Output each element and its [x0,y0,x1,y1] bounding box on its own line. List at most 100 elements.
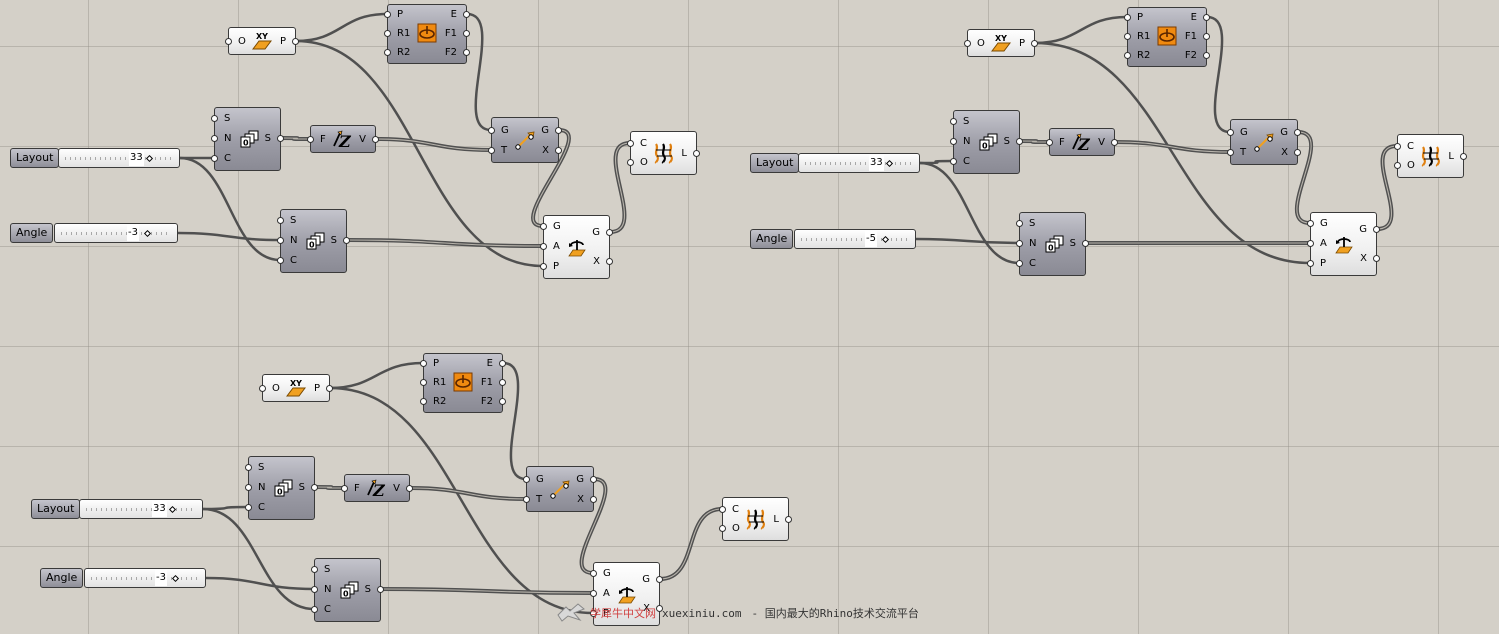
g1-angle-slider[interactable]: Angle-3 [10,223,178,243]
input-grip[interactable] [384,11,391,18]
output-grip[interactable] [606,258,613,265]
output-grip[interactable] [1111,139,1118,146]
output-grip[interactable] [1373,226,1380,233]
output-grip[interactable] [1373,255,1380,262]
output-grip[interactable] [463,11,470,18]
input-grip[interactable] [964,40,971,47]
input-grip[interactable] [1307,220,1314,227]
input-grip[interactable] [1394,162,1401,169]
input-grip[interactable] [277,257,284,264]
output-grip[interactable] [292,38,299,45]
input-grip[interactable] [1124,33,1131,40]
output-grip[interactable] [606,229,613,236]
output-grip[interactable] [311,484,318,491]
input-grip[interactable] [225,38,232,45]
output-grip[interactable] [377,586,384,593]
output-grip[interactable] [1203,33,1210,40]
output-grip[interactable] [656,605,663,612]
output-grip[interactable] [1203,52,1210,59]
input-grip[interactable] [488,127,495,134]
slider-track[interactable]: 33 [798,153,920,173]
input-grip[interactable] [1124,52,1131,59]
output-grip[interactable] [590,476,597,483]
input-grip[interactable] [384,49,391,56]
input-grip[interactable] [259,385,266,392]
input-grip[interactable] [950,118,957,125]
input-grip[interactable] [245,484,252,491]
output-grip[interactable] [463,30,470,37]
input-grip[interactable] [590,590,597,597]
input-grip[interactable] [311,566,318,573]
output-grip[interactable] [499,379,506,386]
slider-track[interactable]: -5 [794,229,916,249]
g2-angle-slider[interactable]: Angle-5 [750,229,916,249]
output-grip[interactable] [277,135,284,142]
output-grip[interactable] [555,127,562,134]
input-grip[interactable] [1307,240,1314,247]
output-grip[interactable] [372,136,379,143]
input-grip[interactable] [420,398,427,405]
input-grip[interactable] [719,525,726,532]
input-grip[interactable] [307,136,314,143]
input-grip[interactable] [277,237,284,244]
input-grip[interactable] [719,506,726,513]
output-grip[interactable] [463,49,470,56]
output-grip[interactable] [499,360,506,367]
input-grip[interactable] [277,217,284,224]
output-grip[interactable] [1031,40,1038,47]
input-grip[interactable] [311,586,318,593]
output-grip[interactable] [590,496,597,503]
output-grip[interactable] [1294,129,1301,136]
input-grip[interactable] [341,485,348,492]
output-grip[interactable] [693,150,700,157]
slider-track[interactable]: 33 [79,499,203,519]
input-grip[interactable] [540,243,547,250]
output-grip[interactable] [1460,153,1467,160]
slider-track[interactable]: -3 [84,568,206,588]
input-grip[interactable] [950,138,957,145]
input-grip[interactable] [523,476,530,483]
input-grip[interactable] [211,135,218,142]
output-grip[interactable] [406,485,413,492]
output-grip[interactable] [656,576,663,583]
input-grip[interactable] [384,30,391,37]
input-grip[interactable] [540,223,547,230]
input-grip[interactable] [211,115,218,122]
input-grip[interactable] [590,570,597,577]
input-grip[interactable] [1307,260,1314,267]
input-grip[interactable] [1016,220,1023,227]
input-grip[interactable] [245,464,252,471]
input-grip[interactable] [950,158,957,165]
output-grip[interactable] [785,516,792,523]
input-grip[interactable] [420,360,427,367]
input-grip[interactable] [1046,139,1053,146]
input-grip[interactable] [590,610,597,617]
input-grip[interactable] [488,147,495,154]
input-grip[interactable] [420,379,427,386]
output-grip[interactable] [1082,240,1089,247]
